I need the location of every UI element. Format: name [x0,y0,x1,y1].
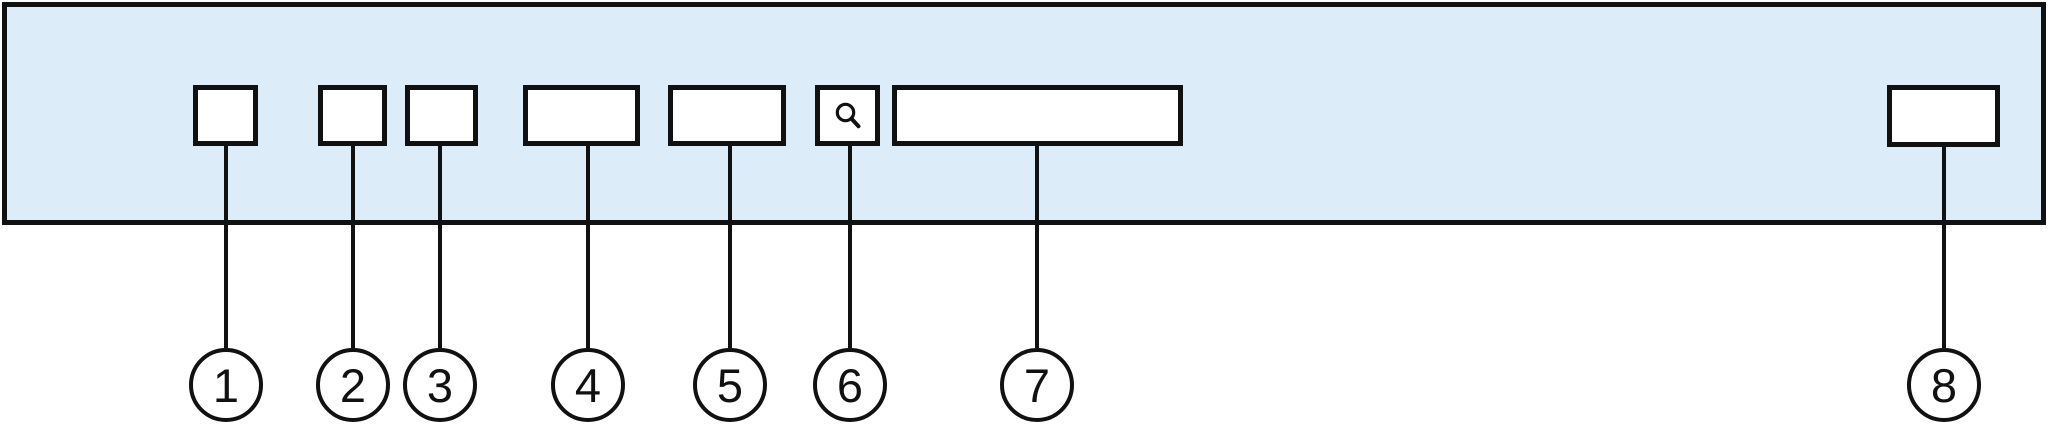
callout-number-5: 5 [693,348,767,422]
widget-2[interactable] [318,85,387,146]
callout-number-3: 3 [403,348,477,422]
callout-leader-line-2 [351,146,355,348]
widget-4[interactable] [523,85,640,146]
search-icon [831,99,865,133]
widget-7[interactable] [892,85,1183,146]
callout-leader-line-4 [586,146,590,348]
callout-leader-line-3 [438,146,442,348]
callout-number-8: 8 [1907,348,1981,422]
callout-leader-line-5 [728,146,732,348]
callout-number-2: 2 [316,348,390,422]
callout-number-4: 4 [551,348,625,422]
widget-3[interactable] [405,85,478,146]
callout-number-1: 1 [189,348,263,422]
widget-1[interactable] [193,85,258,146]
callout-leader-line-1 [224,146,228,348]
callout-leader-line-6 [848,146,852,348]
callout-number-6: 6 [813,348,887,422]
callout-leader-line-7 [1035,146,1039,348]
widget-5[interactable] [668,85,786,146]
callout-number-7: 7 [1000,348,1074,422]
widget-6[interactable] [815,85,880,146]
callout-leader-line-8 [1942,147,1946,348]
widget-8[interactable] [1887,85,2000,147]
